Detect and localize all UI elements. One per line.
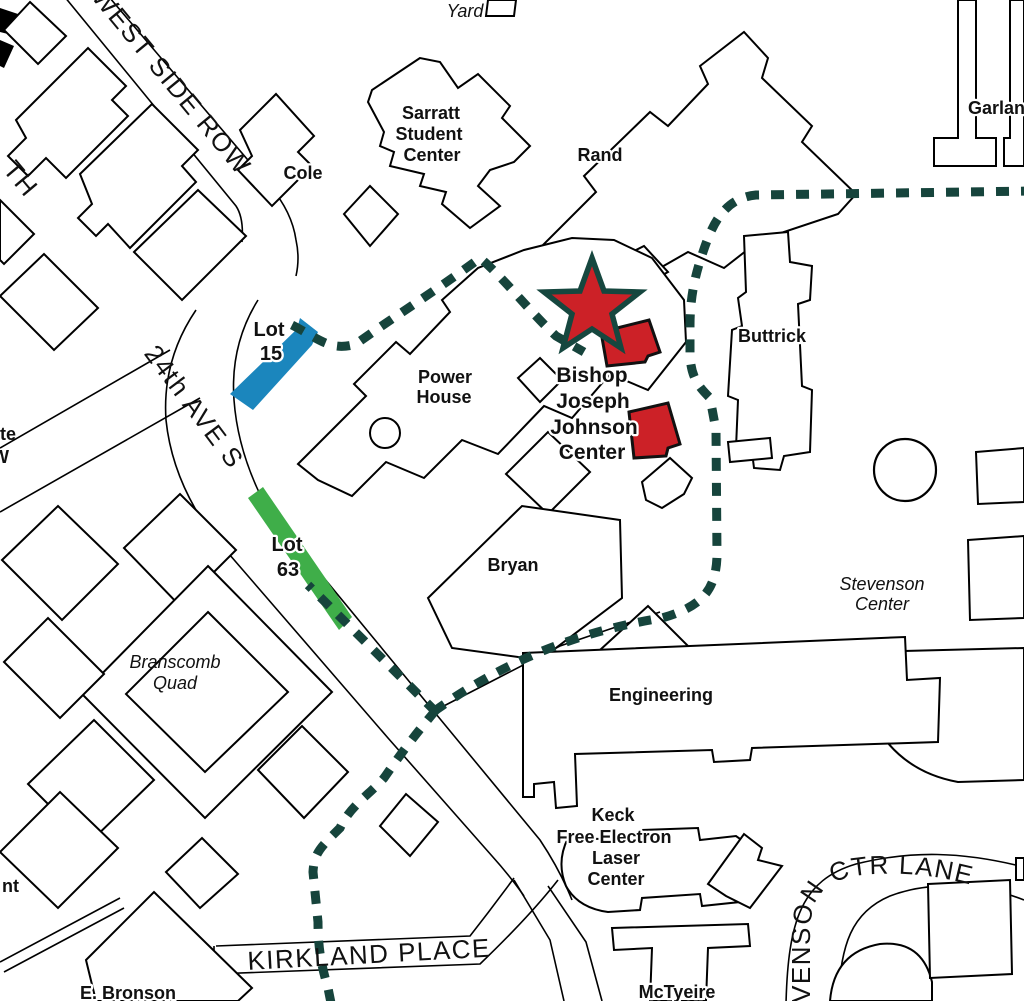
building-outline	[342, 184, 400, 248]
destination-label: Bishop	[556, 364, 627, 387]
building-engineering	[522, 635, 942, 810]
building-outline	[1015, 857, 1024, 881]
building-cole	[236, 92, 316, 208]
edge-fragment-label: nt	[2, 876, 19, 896]
destination-label: Johnson	[550, 416, 638, 439]
building-label-engineering: Engineering	[609, 685, 713, 705]
road-stevenson-lane	[785, 853, 1021, 1001]
area-label-branscomb-quad: Branscomb	[129, 652, 220, 672]
building-outline	[504, 430, 592, 516]
destination-label: Joseph	[556, 390, 630, 413]
building-outline	[0, 252, 100, 352]
road-branch-west	[0, 397, 201, 513]
lot-15-area	[230, 318, 318, 410]
building-outline	[0, 198, 36, 266]
parking-lots-layer	[230, 318, 352, 630]
building-stevenson	[974, 446, 1024, 506]
building-outline	[2, 0, 68, 66]
destination-label: Center	[559, 441, 626, 464]
building-label-mctyeire: McTyeire	[639, 982, 716, 1001]
building-outline	[6, 46, 130, 180]
lot-15-label: 15	[260, 343, 282, 365]
lot-15-label: Lot	[253, 319, 284, 341]
destination-star-icon	[536, 249, 648, 355]
road-24th-ave	[232, 299, 573, 901]
driveway-mark	[3, 907, 125, 973]
building-label-buttrick: Buttrick	[738, 326, 807, 346]
building-label-sarratt: Sarratt	[402, 103, 460, 123]
building-outline	[256, 724, 350, 820]
building-garland	[1003, 0, 1024, 167]
building-branscomb-court	[124, 610, 290, 774]
building-label-keck: Center	[587, 869, 644, 889]
area-label-branscomb-quad: Quad	[153, 673, 198, 693]
building-circle-feature	[369, 417, 401, 449]
street-label-24th-ave-s: 24th AVE S	[138, 339, 250, 474]
lot-63-area	[248, 487, 352, 630]
edge-fragment-label: te	[0, 424, 16, 444]
area-label-stevenson-center: Center	[855, 594, 910, 614]
driveway-mark	[0, 897, 121, 963]
building-circle-feature	[872, 437, 938, 503]
building-outline	[0, 790, 120, 910]
building-outline	[164, 836, 240, 910]
building-mctyeire	[610, 922, 752, 1001]
road-24th-ave	[513, 879, 565, 1001]
building-outline	[76, 102, 200, 250]
building-buttrick	[726, 230, 814, 472]
route-layer	[289, 186, 1024, 1001]
building-fragment	[0, 40, 14, 68]
building-outline	[726, 436, 774, 464]
road-24th-ave	[547, 885, 603, 1001]
road-kirkland	[215, 877, 515, 947]
lot-63-label: Lot	[271, 534, 302, 556]
building-label-keck: Keck	[591, 805, 635, 825]
building-label-power-house: House	[416, 387, 471, 407]
walking-route-path	[304, 581, 440, 716]
building-outline	[378, 792, 440, 858]
walking-route-path	[308, 707, 440, 1001]
building-outline	[484, 0, 518, 17]
building-bryan	[426, 504, 624, 662]
lot-63-label: 63	[277, 559, 299, 581]
building-label-keck: Free Electron	[556, 827, 671, 847]
building-outline	[516, 356, 564, 404]
building-outline	[132, 188, 248, 302]
building-stevenson	[966, 534, 1024, 622]
area-label-yard: Yard	[447, 1, 485, 21]
building-label-rand: Rand	[578, 145, 623, 165]
building-label-cole: Cole	[283, 163, 322, 183]
edge-fragment-label: W	[0, 447, 9, 467]
building-outline	[640, 456, 694, 510]
road-24th-ave	[164, 309, 525, 897]
building-outline	[828, 942, 933, 1001]
johnson-center-building	[627, 401, 682, 460]
building-garland	[933, 0, 997, 167]
building-label-keck: Laser	[592, 848, 640, 868]
building-outline	[706, 832, 784, 910]
destination-layer	[536, 249, 682, 460]
building-e-bronson	[84, 890, 254, 1001]
building-label-sarratt: Student	[396, 124, 463, 144]
building-label-power-house: Power	[418, 367, 472, 387]
road-branch-west	[0, 349, 171, 449]
building-sarratt	[366, 56, 532, 230]
building-label-sarratt: Center	[403, 145, 460, 165]
building-power-house	[296, 236, 688, 498]
walking-route-path	[433, 186, 1024, 714]
building-outline	[2, 616, 106, 720]
street-label-kirkland-place: KIRKLAND PLACE	[247, 933, 492, 976]
building-label-e-bronson: E. Bronson	[80, 983, 176, 1001]
building-label-garland: Garland	[968, 98, 1024, 118]
building-fragment	[0, 8, 18, 34]
area-label-stevenson-center: Stevenson	[839, 574, 924, 594]
building-outline	[0, 504, 120, 622]
building-outline	[926, 878, 1014, 980]
walking-route-path	[289, 252, 587, 356]
building-label-bryan: Bryan	[487, 555, 538, 575]
